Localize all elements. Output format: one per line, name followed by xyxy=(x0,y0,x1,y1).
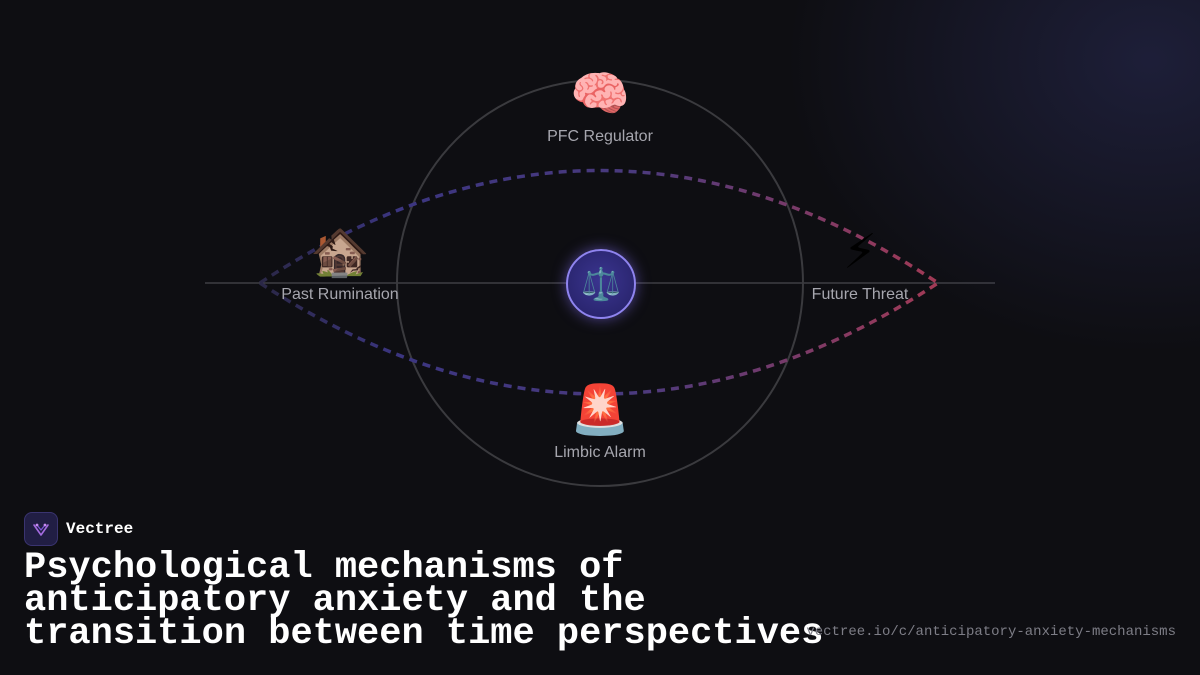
brand-name: Vectree xyxy=(66,520,134,538)
node-label-future: Future Threat xyxy=(811,286,909,303)
source-url[interactable]: vectree.io/c/anticipatory-anxiety-mechan… xyxy=(806,624,1176,640)
house-icon: 🏚️ xyxy=(310,224,370,280)
balance-scale-icon: ⚖️ xyxy=(581,265,621,303)
node-label-limbic: Limbic Alarm xyxy=(554,444,646,461)
node-label-pfc: PFC Regulator xyxy=(547,128,653,145)
node-limbic-alarm: 🚨 Limbic Alarm xyxy=(554,382,646,462)
brand: Vectree xyxy=(24,512,133,546)
page-title: Psychological mechanisms of anticipatory… xyxy=(24,547,824,655)
siren-icon: 🚨 xyxy=(570,382,630,438)
node-pfc-regulator: 🧠 PFC Regulator xyxy=(547,66,653,146)
node-label-past: Past Rumination xyxy=(281,286,399,303)
perspective-circle xyxy=(396,79,804,487)
vectree-logo-icon xyxy=(24,512,58,546)
brain-icon: 🧠 xyxy=(570,66,630,122)
node-past-rumination: 🏚️ Past Rumination xyxy=(281,224,398,304)
lightning-icon: ⚡ xyxy=(843,224,877,280)
balance-center-badge: ⚖️ xyxy=(566,249,636,319)
node-future-threat: ⚡ Future Threat xyxy=(812,224,909,304)
